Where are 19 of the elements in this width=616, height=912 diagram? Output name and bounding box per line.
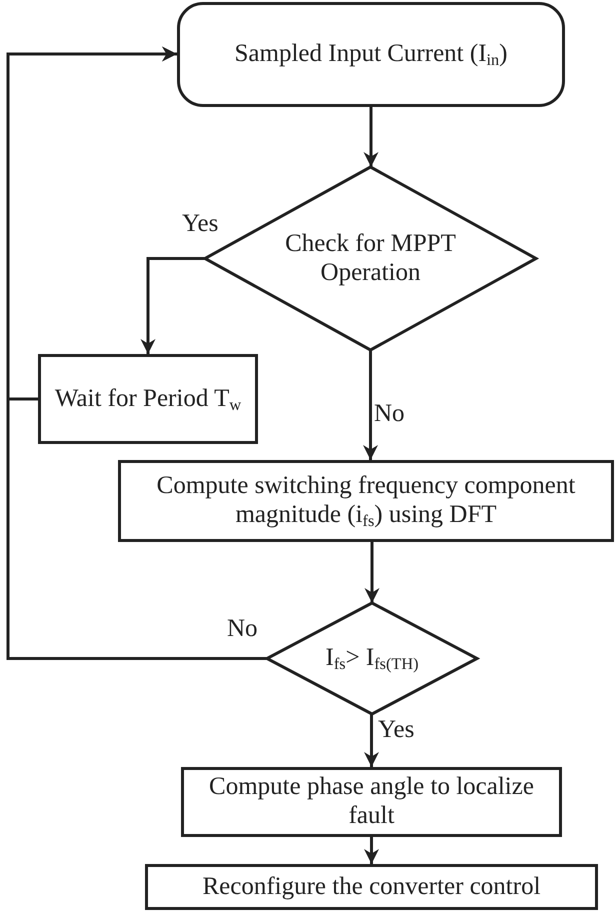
process-box bbox=[38, 354, 258, 444]
arrow bbox=[364, 837, 379, 864]
node-text: Reconfigure the converter control bbox=[202, 872, 541, 902]
process-box bbox=[118, 460, 614, 542]
start-box bbox=[177, 2, 565, 107]
node-text: I$_{fs}$> I$_{fs(TH)}$ bbox=[326, 644, 418, 673]
arrow bbox=[364, 542, 380, 603]
node-text: Wait for Period T$_{w}$ bbox=[54, 384, 242, 414]
arrow bbox=[140, 257, 205, 354]
node-text: Compute phase angle to localize fault bbox=[208, 773, 535, 831]
process-box bbox=[145, 864, 598, 910]
arrow bbox=[6, 46, 267, 660]
node-text: Sampled Input Current (I$_{in}$) bbox=[234, 40, 508, 69]
arrow bbox=[364, 714, 379, 767]
process-box bbox=[181, 767, 562, 837]
arrow bbox=[364, 107, 378, 167]
node-text: Check for MPPT Operation bbox=[284, 230, 457, 288]
arrow bbox=[363, 350, 378, 460]
node-text: Compute switching frequency component magnitude (i$_{fs}$) using DFT bbox=[156, 472, 576, 530]
